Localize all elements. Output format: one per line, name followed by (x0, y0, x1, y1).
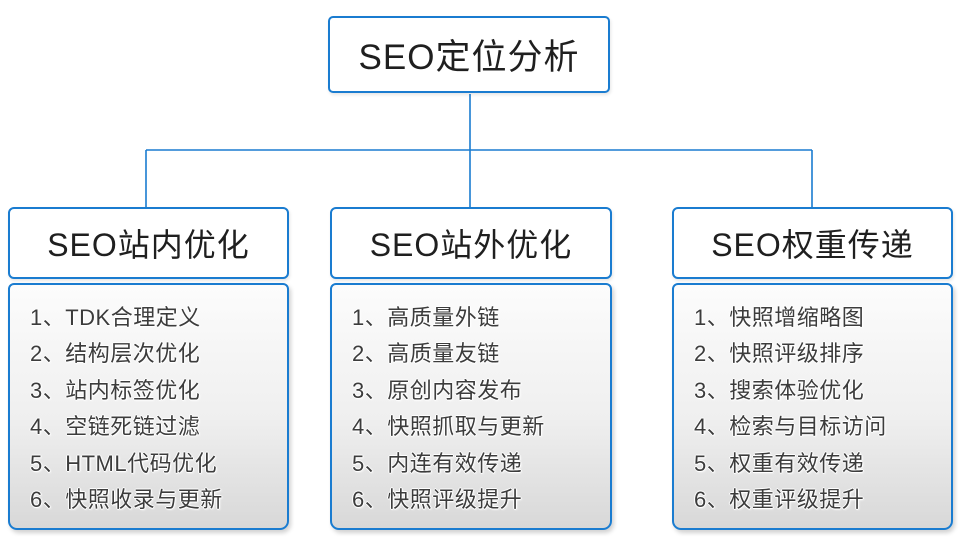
weight-list: 1、快照增缩略图 2、快照评级排序 3、搜索体验优化 4、检索与目标访问 5、权… (672, 283, 953, 530)
list-item: 5、HTML代码优化 (30, 450, 218, 476)
list-item: 3、搜索体验优化 (694, 377, 865, 403)
list-item: 6、快照收录与更新 (30, 487, 223, 513)
onsite-list: 1、TDK合理定义 2、结构层次优化 3、站内标签优化 4、空链死链过滤 5、H… (8, 283, 289, 530)
root-title: SEO定位分析 (358, 38, 580, 77)
offsite-list: 1、高质量外链 2、高质量友链 3、原创内容发布 4、快照抓取与更新 5、内连有… (330, 283, 612, 530)
list-item: 2、快照评级排序 (694, 341, 865, 367)
list-item: 2、高质量友链 (352, 341, 500, 367)
onsite-header: SEO站内优化 (8, 207, 289, 279)
list-item: 4、空链死链过滤 (30, 414, 201, 440)
offsite-header: SEO站外优化 (330, 207, 612, 279)
weight-title: SEO权重传递 (711, 227, 914, 263)
list-item: 4、检索与目标访问 (694, 414, 887, 440)
list-item: 3、站内标签优化 (30, 377, 201, 403)
list-item: 1、TDK合理定义 (30, 305, 201, 330)
column-offsite-optimization: SEO站外优化 1、高质量外链 2、高质量友链 3、原创内容发布 4、快照抓取与… (330, 207, 612, 530)
list-item: 6、权重评级提升 (694, 487, 865, 513)
list-item: 3、原创内容发布 (352, 377, 523, 403)
root-node: SEO定位分析 (328, 16, 610, 93)
list-item: 1、高质量外链 (352, 305, 500, 330)
column-onsite-optimization: SEO站内优化 1、TDK合理定义 2、结构层次优化 3、站内标签优化 4、空链… (8, 207, 289, 530)
list-item: 5、内连有效传递 (352, 450, 523, 476)
offsite-title: SEO站外优化 (369, 227, 573, 263)
weight-header: SEO权重传递 (672, 207, 953, 279)
list-item: 4、快照抓取与更新 (352, 414, 545, 440)
list-item: 5、权重有效传递 (694, 450, 865, 476)
list-item: 1、快照增缩略图 (694, 305, 865, 330)
list-item: 6、快照评级提升 (352, 487, 523, 513)
list-item: 2、结构层次优化 (30, 341, 201, 367)
column-weight-transfer: SEO权重传递 1、快照增缩略图 2、快照评级排序 3、搜索体验优化 4、检索与… (672, 207, 953, 530)
onsite-title: SEO站内优化 (47, 227, 250, 263)
